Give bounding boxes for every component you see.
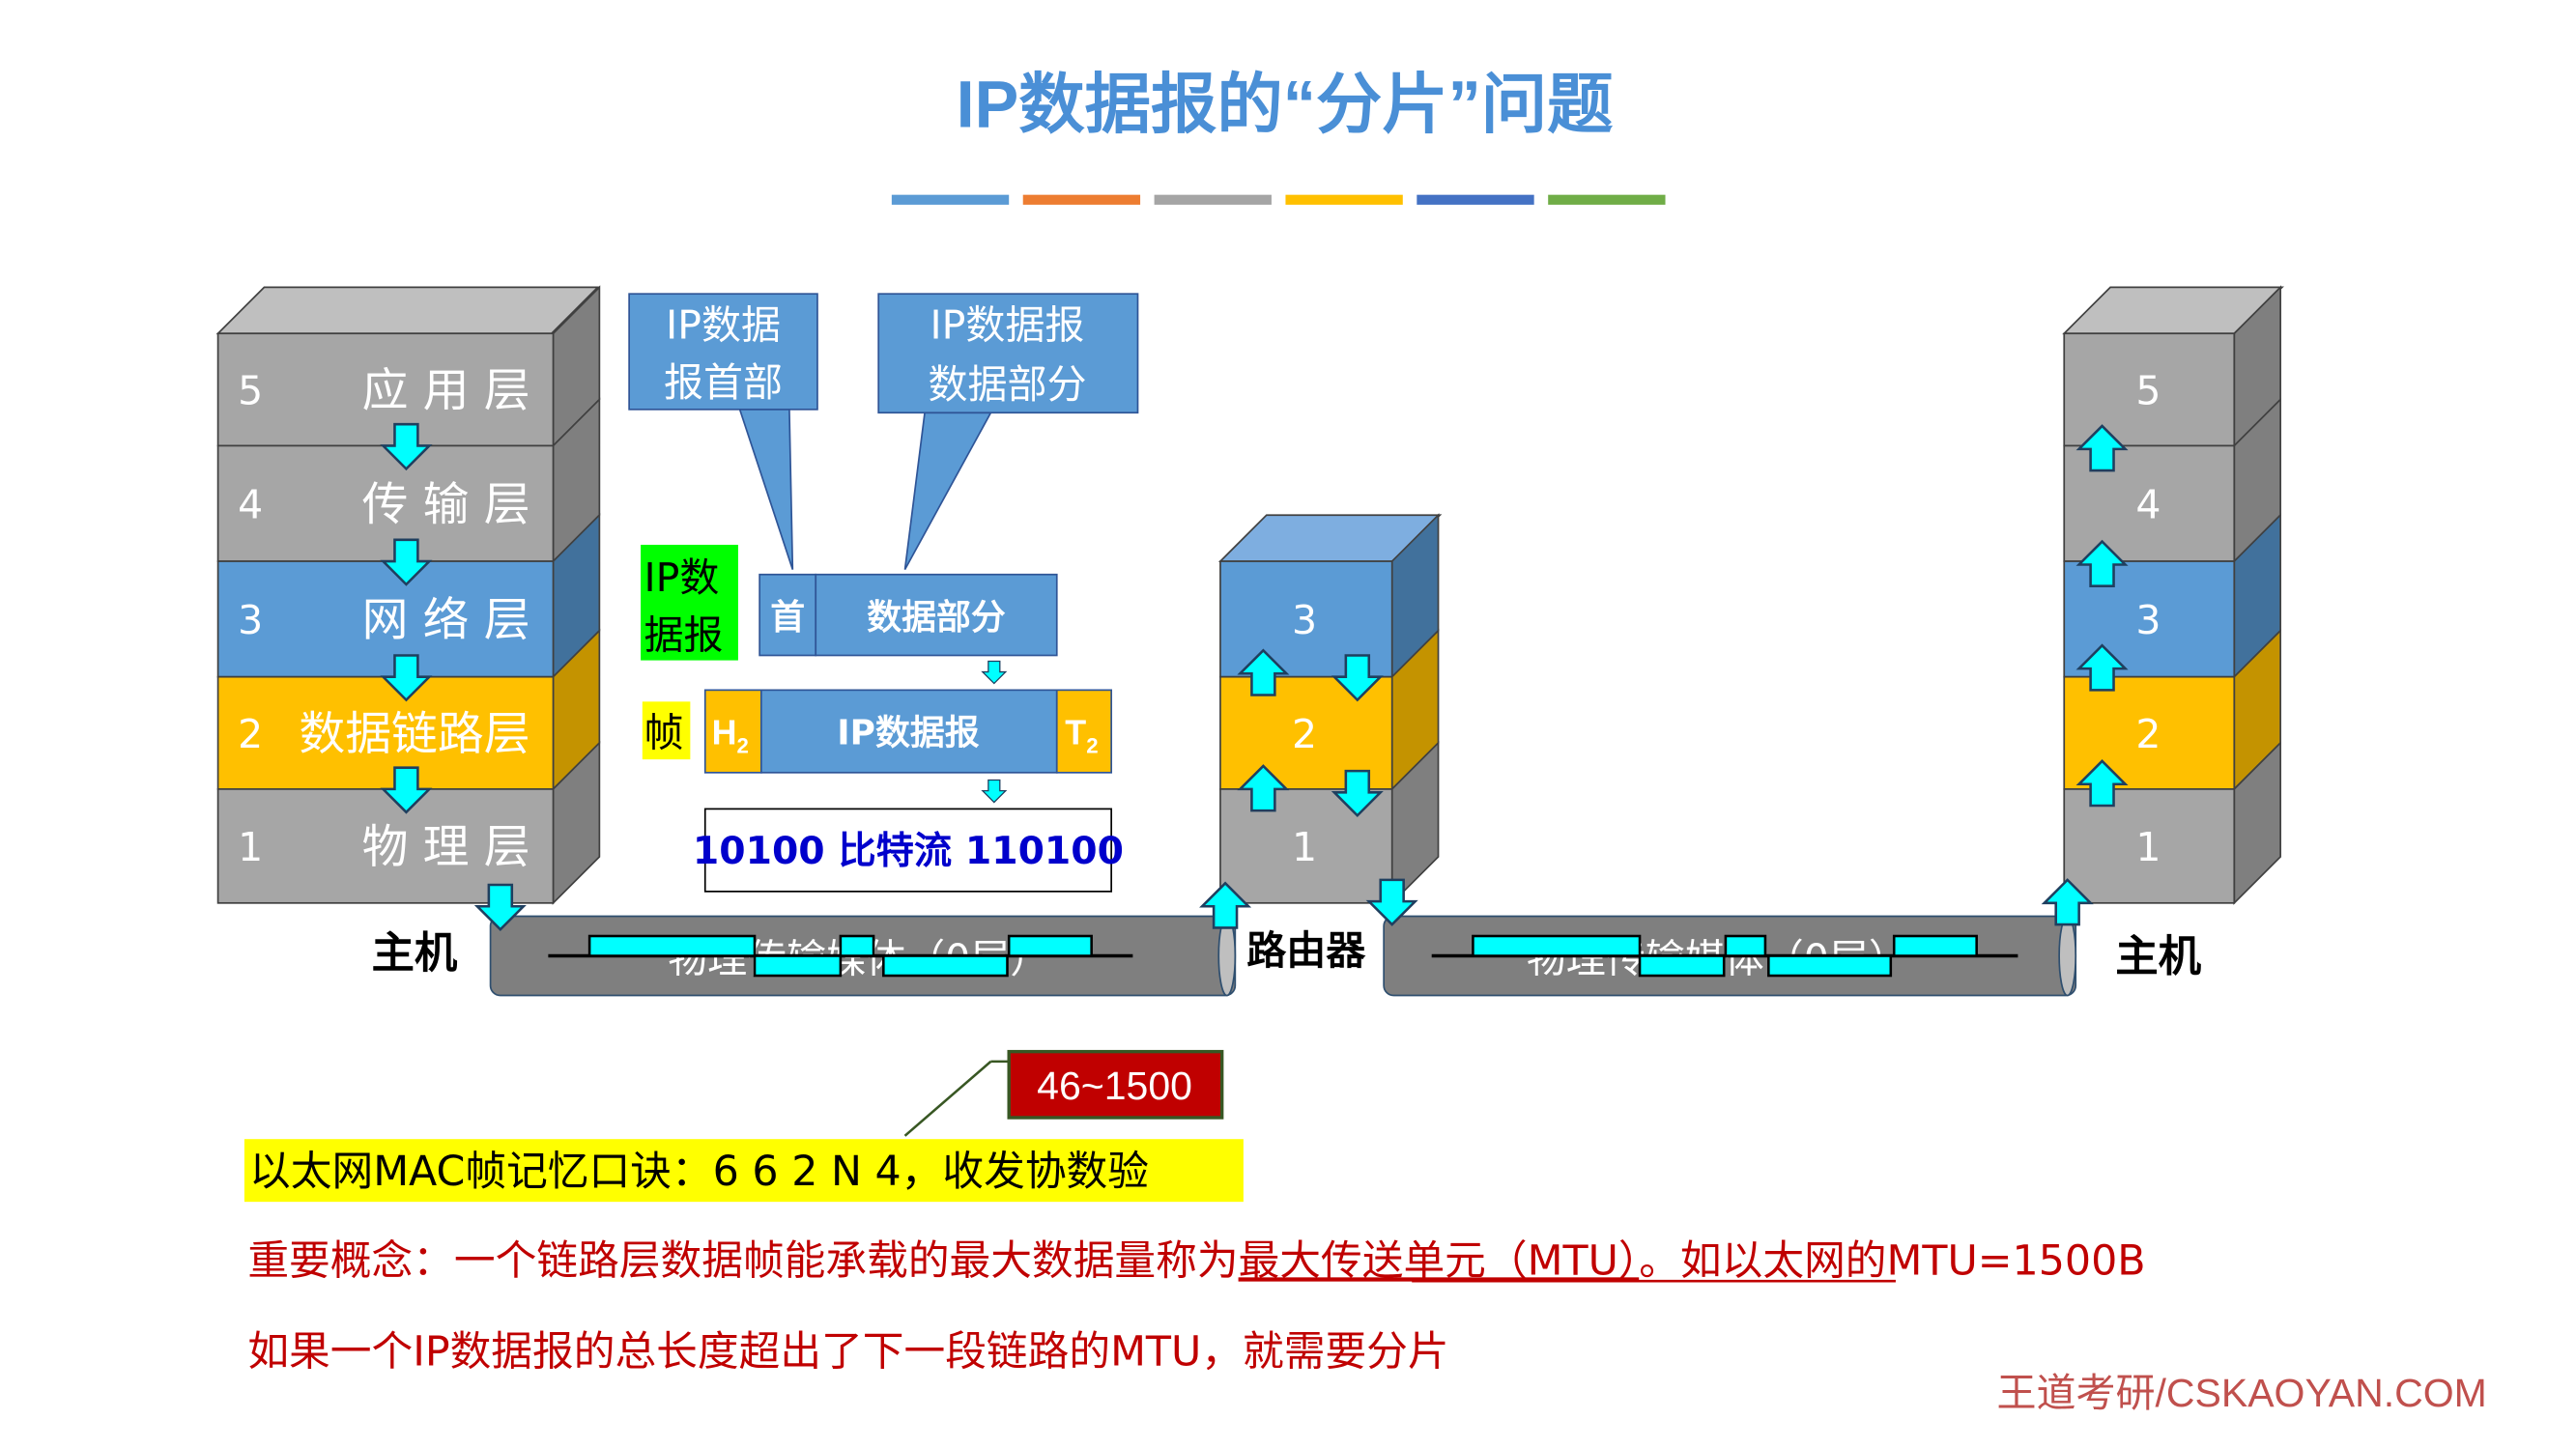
callout-text: 报首部 [664,359,783,406]
ip-datagram-label-bg [641,544,738,661]
mtu-range-box [1007,1049,1224,1120]
title-bar-segment [1548,194,1666,205]
layer-3 [216,560,555,678]
layer-name: 应 用 层 [362,364,530,417]
callout-ip-data: IP数据报 数据部分 [877,293,1139,571]
right-host-label: 主机 [2115,932,2201,981]
title-bar-segment [1417,194,1534,205]
layer-number: 2 [2135,711,2161,757]
mnemonic-highlight [243,1139,1244,1203]
layer-number: 1 [2135,824,2161,870]
frame-ip-text: IP数据报 [837,714,979,753]
arrow-down-icon [982,779,1007,804]
frame-ip-cell [759,689,1058,774]
title-color-bar [891,194,1666,205]
layer-name: 网 络 层 [362,594,530,647]
callout-text: IP数据报 [930,301,1085,348]
title-bar-segment [1154,194,1272,205]
mnemonic-text: 以太网MAC帧记忆口诀：6 6 2 N 4，收发协数验 [249,1148,1149,1196]
left-host-label: 主机 [372,928,458,978]
title-bar-segment [1285,194,1403,205]
layer-number: 5 [2135,368,2161,414]
router-label: 路由器 [1246,927,1366,974]
layer-1 [2063,788,2236,904]
bit-high [1724,934,1767,957]
frame-label-bg [642,701,691,760]
layer-5 [2063,332,2236,447]
callout-text: 数据部分 [928,361,1086,408]
bit-waveforms [548,934,2018,978]
bit-low [1767,954,1893,978]
bit-high [1892,934,1978,957]
title-bar-segment [891,194,1010,205]
layer-2 [216,675,555,790]
callout-ip-header: IP数据 报首部 [628,293,818,570]
layer-name: 数据链路层 [299,708,530,761]
layer-5 [216,332,555,447]
bit-low [1638,954,1726,978]
layer-number: 3 [2135,597,2161,643]
ip-data-text: 数据部分 [867,598,1006,638]
ip-data-cell [815,573,1058,657]
ip-datagram-label: IP数 [644,554,720,601]
callout-text: IP数据 [666,301,781,348]
bitstream-text: 10100 比特流 110100 [693,830,1124,873]
layer-number: 4 [238,482,263,528]
bit-low [882,954,1009,978]
h2-text: H2 [712,714,749,758]
h2-cell [703,689,762,774]
ip-datagram-label: 据报 [644,612,724,659]
router-stack: 3 2 1 [1217,513,1443,905]
t2-text: T2 [1065,714,1098,758]
bitstream-box [703,808,1113,893]
mtu-range-text: 46~1500 [1037,1064,1192,1108]
layer-4 [216,444,555,562]
layer-number: 1 [238,824,263,870]
t2-cell [1055,689,1113,774]
layer-number: 2 [1292,711,1317,757]
bit-high [1472,934,1642,957]
page-title: IP数据报的“分片”问题 [957,69,1614,142]
footer-brand: 王道考研/CSKAOYAN.COM [1997,1371,2487,1415]
layer-name: 物 理 层 [362,821,530,874]
mtu-leader-line [903,1060,992,1137]
right-host-stack: 5 4 3 2 1 [2062,285,2284,905]
layer-number: 3 [238,597,263,643]
concept-text: 重要概念：一个链路层数据帧能承载的最大数据量称为最大传送单元（MTU）。如以太网… [247,1236,2145,1285]
bit-high [1007,934,1093,957]
layer-3 [1219,560,1393,678]
layer-number: 4 [2135,482,2161,528]
ip-header-cell [758,573,817,657]
layer-number: 1 [1292,824,1317,870]
layer-number: 5 [238,368,263,414]
frame-label: 帧 [644,709,684,755]
bit-high [839,934,875,957]
ip-header-text: 首 [770,598,805,638]
layer-number: 2 [238,711,263,757]
bit-low [753,954,843,978]
layer-number: 3 [1292,597,1317,643]
layer-name: 传 输 层 [362,478,530,531]
arrow-down-icon [982,660,1007,685]
fragment-note: 如果一个IP数据报的总长度超出了下一段链路的MTU，就需要分片 [247,1327,1448,1376]
title-bar-segment [1022,194,1141,205]
bit-high [587,934,757,957]
